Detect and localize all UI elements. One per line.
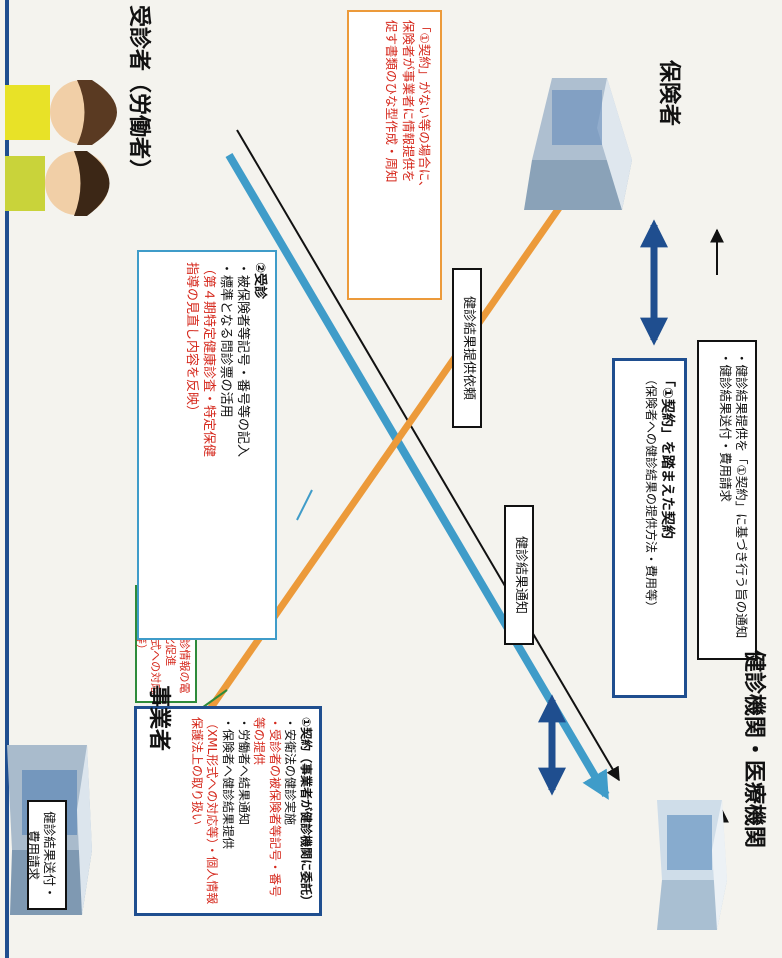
results-fee-line1: ・健診結果提供を「①契約」に基づき行う旨の通知 <box>734 352 749 639</box>
insurer-building-icon <box>524 78 632 210</box>
arrow-data-request <box>159 172 585 783</box>
callout-contract-line3: 促す書類のひな型作成・周知 <box>384 20 400 183</box>
contract-insurer-sub: （保険者への健診結果の提供方法・費用等） <box>643 373 658 614</box>
callout-contract-line1: 「①契約」がない等の場合に、 <box>417 20 432 194</box>
results-fee-box: ・健診結果提供を「①契約」に基づき行う旨の通知 ・健診結果送付・費用請求 <box>697 340 757 660</box>
workers-icon <box>5 80 117 216</box>
label-results-notice: 健診結果通知 <box>504 505 534 645</box>
clinic-building-icon <box>657 800 727 930</box>
label-results-request-text: 健診結果提供依頼 <box>461 295 476 400</box>
contract-item-3: ・労働者へ結果通知 <box>236 717 251 826</box>
results-fee-line2: ・健診結果送付・費用請求 <box>717 352 733 503</box>
actor-employer: 事業者 <box>146 685 171 752</box>
send-fee-box: 健診結果送付・費用請求 <box>25 800 67 910</box>
consultation-item-2: ・標準となる問診票の活用 <box>218 262 234 418</box>
consultation-box: ②受診 ・被保険者等記号・番号等の記入 ・標準となる問診票の活用 （第４期特定健… <box>137 250 277 640</box>
contract-item-1: ・安衛法の健診実施 <box>283 717 298 826</box>
label-results-notice-text: 健診結果通知 <box>513 535 528 614</box>
contract-item-2: ・受診者の被保険者等記号・番号等の提供 <box>252 717 282 898</box>
contract-insurer-box: 「①契約」を踏まえた契約 （保険者への健診結果の提供方法・費用等） <box>612 358 687 698</box>
actor-clinic: 健診機関・医療機関 <box>741 650 766 849</box>
arrow-checkup <box>225 152 610 800</box>
consultation-title: ②受診 <box>252 262 267 300</box>
consultation-item-1: ・被保険者等記号・番号等の記入 <box>235 262 251 458</box>
contract-item-5: （XML形式への対応等）・個人情報保護法上の取り扱い <box>189 717 220 905</box>
callout-contract: 「①契約」がない等の場合に、 保険者が事業者に情報提供を 促す書類のひな型作成・… <box>347 10 442 300</box>
callout-tail <box>296 489 313 521</box>
contract-item-4: ・保険者へ健診結果提供 <box>221 717 236 850</box>
arrow-to-employer <box>236 129 620 782</box>
contract-insurer-title: 「①契約」を踏まえた契約 <box>659 373 675 539</box>
actor-insurer: 保険者 <box>656 60 681 127</box>
send-fee-text: 健診結果送付・費用請求 <box>25 811 57 899</box>
consultation-note-2: 指導の見直し内容を反映） <box>184 262 200 419</box>
consultation-note-1: （第４期特定健康診査・特定保健 <box>201 262 217 458</box>
actor-workers: 受診者（労働者） <box>126 5 151 182</box>
contract-title: ①契約（事業者が健診機関に委託） <box>299 717 313 908</box>
label-results-request: 健診結果提供依頼 <box>452 268 482 428</box>
callout-contract-line2: 保険者が事業者に情報提供を <box>400 20 416 183</box>
